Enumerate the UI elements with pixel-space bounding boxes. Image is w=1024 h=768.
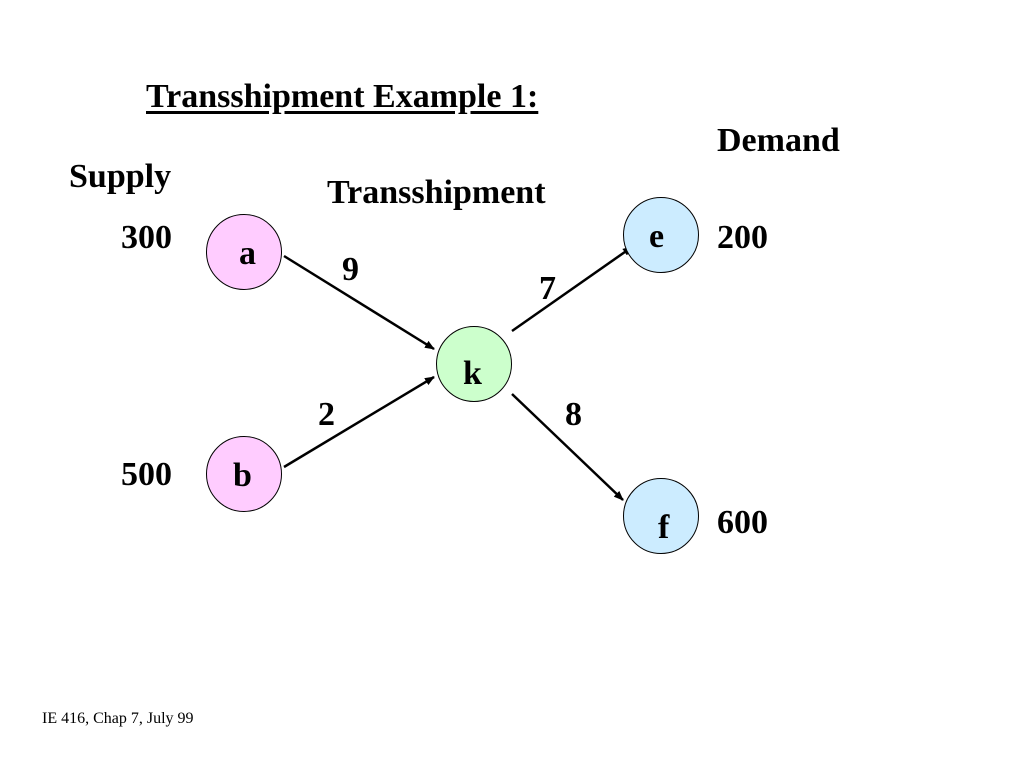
- node-k: k: [436, 326, 512, 402]
- demand-header: Demand: [717, 122, 840, 159]
- supply-amount-a: 300: [121, 219, 172, 256]
- slide-footer: IE 416, Chap 7, July 99: [42, 710, 194, 727]
- node-b-label: b: [233, 457, 252, 494]
- edge-a-k: [283, 254, 435, 351]
- edge-cost-k-e: 7: [539, 270, 556, 307]
- edge-k-e: [511, 245, 633, 333]
- demand-amount-e: 200: [717, 219, 768, 256]
- edge-cost-a-k: 9: [342, 251, 359, 288]
- transshipment-header: Transshipment: [327, 174, 546, 211]
- supply-amount-b: 500: [121, 456, 172, 493]
- node-f-label: f: [658, 509, 670, 546]
- slide-title: Transshipment Example 1:: [146, 78, 539, 115]
- node-a-label: a: [239, 235, 256, 272]
- node-a: a: [206, 214, 282, 290]
- node-f: f: [623, 478, 699, 554]
- node-b: b: [206, 436, 282, 512]
- edge-cost-k-f: 8: [565, 396, 582, 433]
- edge-cost-b-k: 2: [318, 396, 335, 433]
- node-k-label: k: [463, 355, 482, 392]
- edge-b-k: [283, 375, 435, 469]
- supply-header: Supply: [69, 158, 172, 195]
- node-e-label: e: [649, 218, 665, 255]
- edge-k-f: [511, 393, 624, 501]
- node-e: e: [623, 197, 699, 273]
- demand-amount-f: 600: [717, 504, 768, 541]
